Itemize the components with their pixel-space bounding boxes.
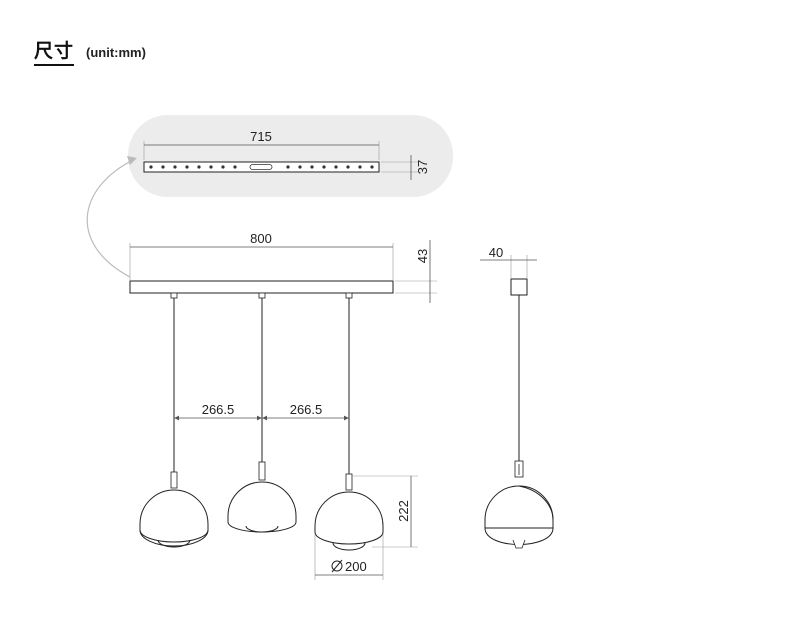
section-title: 尺寸 <box>34 36 75 66</box>
bracket-holes <box>149 164 374 170</box>
side-view: 40 <box>480 245 554 549</box>
shade-dims: 222 200 <box>314 475 418 580</box>
diameter-icon <box>331 560 343 572</box>
spacing-left-label: 266.5 <box>202 402 235 417</box>
bracket-callout: 715 37 <box>128 115 453 197</box>
pendant-shade-3 <box>314 473 384 551</box>
side-shade <box>484 485 554 529</box>
canopy-bar <box>129 280 394 294</box>
callout-bubble <box>128 115 453 197</box>
unit-label: (unit:mm) <box>86 45 146 60</box>
pendant-shade-1 <box>139 471 209 548</box>
leader-arrow-icon <box>127 156 137 165</box>
shade-diameter-label: 200 <box>345 559 367 574</box>
mounting-bracket <box>143 161 380 173</box>
bracket-length-label: 715 <box>250 129 272 144</box>
canopy-height-label: 43 <box>415 249 430 263</box>
spacing-right-label: 266.5 <box>290 402 323 417</box>
pendant-shade-2 <box>227 461 297 533</box>
side-canopy-width-label: 40 <box>489 245 503 260</box>
canopy-length-label: 800 <box>250 231 272 246</box>
spacing-dims: 266.5 266.5 <box>174 402 349 421</box>
shade-height-label: 222 <box>396 500 411 522</box>
header: 尺寸 (unit:mm) <box>34 36 146 66</box>
bracket-height-label: 37 <box>415 160 430 174</box>
front-canopy: 800 43 <box>129 231 437 303</box>
callout-leader <box>86 159 134 278</box>
side-canopy <box>510 278 528 296</box>
pendant-cords <box>170 292 353 474</box>
